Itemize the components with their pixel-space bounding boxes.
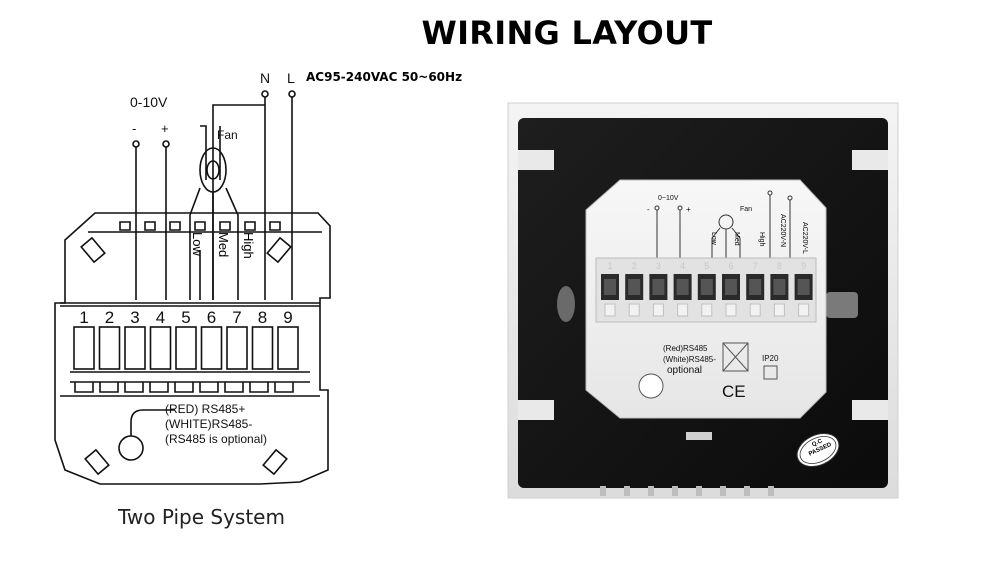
photo-terminal-screw-1 <box>604 279 616 295</box>
terminal-block-3 <box>124 326 146 370</box>
photo-live-label: AC220V-L <box>801 222 808 254</box>
terminal-number-5: 5 <box>181 308 190 327</box>
supply-voltage-label: AC95-240VAC 50~60Hz <box>306 70 463 84</box>
terminal-number-9: 9 <box>283 308 292 327</box>
fan-label: Fan <box>217 128 238 142</box>
photo-terminal-number-3: 3 <box>656 261 661 271</box>
analog-input-label: 0-10V <box>130 94 168 110</box>
diagram-caption: Two Pipe System <box>118 505 285 529</box>
photo-terminal-number-9: 9 <box>801 261 806 271</box>
analog-minus-label: - <box>132 121 137 136</box>
photo-analog-label: 0~10V <box>658 195 679 202</box>
terminal-number-8: 8 <box>258 308 267 327</box>
photo-terminal-tab-4 <box>677 303 689 317</box>
terminal-number-7: 7 <box>232 308 241 327</box>
photo-terminal-tab-6 <box>725 303 737 317</box>
terminal-block-9 <box>277 326 299 370</box>
photo-rs485-optional: optional <box>667 365 703 376</box>
terminal-number-3: 3 <box>130 308 139 327</box>
photo-rs485-red: (Red)RS485 <box>663 344 708 353</box>
terminal-block-2 <box>98 326 121 370</box>
photo-med-label: Med <box>733 232 740 246</box>
photo-rs485-white: (White)RS485- <box>663 355 716 364</box>
photo-terminal-number-7: 7 <box>753 261 758 271</box>
photo-minus-label: - <box>647 205 650 214</box>
photo-terminal-tab-2 <box>628 303 640 317</box>
photo-terminal-tab-7 <box>749 303 761 317</box>
live-label: L <box>287 70 295 86</box>
terminal-block-8 <box>251 326 274 370</box>
photo-high-label: High <box>758 232 765 247</box>
terminal-number-1: 1 <box>79 308 88 327</box>
photo-terminal-tab-1 <box>604 303 616 317</box>
page-title: WIRING LAYOUT <box>421 14 713 52</box>
photo-terminal-tab-9 <box>798 303 810 317</box>
photo-terminal-number-5: 5 <box>704 261 709 271</box>
photo-terminal-number-4: 4 <box>680 261 685 271</box>
analog-plus-label: + <box>161 121 169 136</box>
photo-terminal-screw-9 <box>797 279 810 295</box>
photo-terminal-screw-5 <box>700 279 713 295</box>
photo-terminal-number-6: 6 <box>728 261 733 271</box>
photo-terminal-screw-2 <box>628 279 641 295</box>
photo-terminal-screw-7 <box>749 279 762 295</box>
photo-fan-label: Fan <box>740 206 753 213</box>
photo-neutral-label: AC220V-N <box>779 214 786 248</box>
photo-terminal-tab-3 <box>652 303 664 317</box>
ce-mark: CE <box>722 382 746 401</box>
photo-terminal-number-8: 8 <box>777 261 782 271</box>
photo-low-label: Low <box>710 232 717 245</box>
terminal-block-7 <box>226 326 248 370</box>
ip-rating-label: IP20 <box>762 354 779 363</box>
rs485-plus-line: (RED) RS485+ <box>165 402 246 416</box>
rs485-note: (RED) RS485+ (WHITE)RS485- (RS485 is opt… <box>165 402 267 447</box>
terminal-number-6: 6 <box>207 308 216 327</box>
rs485-minus-line: (WHITE)RS485- <box>165 417 253 431</box>
terminal-number-4: 4 <box>156 308 165 327</box>
photo-rs485-note: (Red)RS485 (White)RS485- optional <box>663 343 716 376</box>
terminal-block-6 <box>200 326 223 370</box>
terminal-block-4 <box>149 326 172 370</box>
photo-terminal-tab-8 <box>773 303 785 317</box>
photo-terminal-screw-8 <box>773 279 786 295</box>
photo-terminal-screw-6 <box>725 279 737 295</box>
terminal-block-1 <box>73 326 95 370</box>
photo-plus-label: + <box>686 205 691 214</box>
terminal-block-5 <box>175 326 197 370</box>
neutral-label: N <box>260 70 271 86</box>
photo-terminal-screw-4 <box>676 279 689 295</box>
photo-terminal-screw-3 <box>652 279 665 295</box>
photo-terminal-tab-5 <box>701 303 713 317</box>
terminal-number-2: 2 <box>105 308 114 327</box>
rs485-optional-line: (RS485 is optional) <box>165 432 268 446</box>
photo-terminal-number-2: 2 <box>632 261 637 271</box>
photo-terminal-number-1: 1 <box>607 261 612 271</box>
